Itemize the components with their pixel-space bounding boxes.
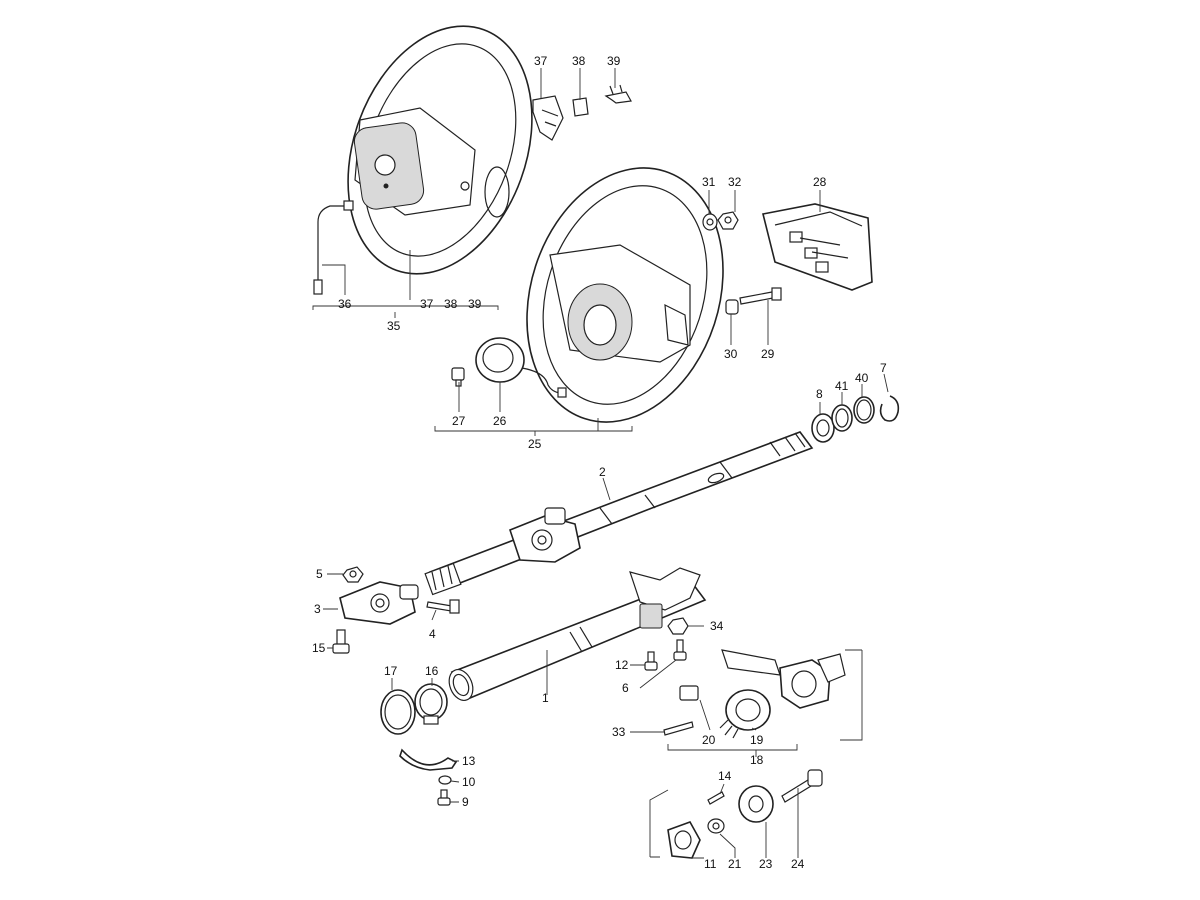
universal-joint-upper (509, 507, 581, 563)
callout-18: 18 (750, 753, 764, 767)
disc-23 (738, 785, 774, 823)
flange-11 (667, 821, 701, 859)
callout-27: 27 (452, 414, 466, 428)
steering-wheel-with-pad (347, 25, 533, 275)
plate-38 (572, 97, 589, 117)
bolt-29 (739, 287, 782, 305)
callout-7: 7 (880, 361, 887, 375)
callout-26: 26 (493, 414, 507, 428)
callout-11: 11 (704, 857, 717, 871)
callout-3: 3 (314, 602, 321, 616)
bolt-12 (644, 651, 658, 671)
universal-joint-3 (339, 581, 419, 625)
callout-39-top: 39 (607, 54, 621, 68)
callout-4: 4 (429, 627, 436, 641)
nut-5 (342, 566, 364, 583)
bushing-30 (725, 299, 739, 315)
callout-40: 40 (855, 371, 869, 385)
callout-12: 12 (615, 658, 629, 672)
callout-16: 16 (425, 664, 439, 678)
ring-40 (853, 396, 875, 424)
bolt-9 (437, 789, 451, 806)
callout-8: 8 (816, 387, 823, 401)
callout-14: 14 (718, 769, 732, 783)
ring-41 (831, 404, 853, 432)
callout-9: 9 (462, 795, 469, 809)
screw-27 (451, 367, 465, 387)
callout-19: 19 (750, 733, 764, 747)
leader-lines (312, 68, 889, 859)
callout-39-bottom: 39 (468, 297, 482, 311)
callout-30: 30 (724, 347, 738, 361)
bolt-15 (332, 629, 350, 654)
horn-pad-28 (762, 203, 873, 291)
ring-8 (811, 413, 835, 443)
callout-38-top: 38 (572, 54, 586, 68)
callout-6: 6 (622, 681, 629, 695)
callout-36: 36 (338, 297, 352, 311)
steering-lock-assembly-18 (721, 649, 846, 709)
ring-21 (707, 818, 725, 834)
horn-wire-36 (313, 200, 354, 295)
callout-23: 23 (759, 857, 773, 871)
washer-31 (702, 213, 718, 231)
key-24 (781, 769, 823, 803)
callout-2: 2 (599, 465, 606, 479)
callout-32: 32 (728, 175, 742, 189)
ring-17 (380, 689, 416, 735)
callout-5: 5 (316, 567, 323, 581)
switch-20 (679, 685, 699, 701)
callout-10: 10 (462, 775, 476, 789)
callout-31: 31 (702, 175, 716, 189)
steering-shaft-2 (424, 431, 814, 596)
callout-20: 20 (702, 733, 716, 747)
callout-28: 28 (813, 175, 827, 189)
callout-37-top: 37 (534, 54, 548, 68)
callout-38-bottom: 38 (444, 297, 458, 311)
callout-33: 33 (612, 725, 626, 739)
screw-14 (707, 791, 725, 805)
steering-wheel-25 (526, 167, 724, 423)
circlip-7 (879, 395, 900, 422)
callout-35: 35 (387, 319, 401, 333)
callout-15: 15 (312, 641, 326, 655)
callout-25: 25 (528, 437, 542, 451)
horn-contact-37 (532, 95, 564, 141)
callout-37-bottom: 37 (420, 297, 434, 311)
bolt-4 (426, 599, 460, 614)
callout-24: 24 (791, 857, 805, 871)
bolt-6 (673, 639, 687, 661)
ignition-switch-19 (719, 689, 771, 739)
clamp-13 (399, 748, 458, 771)
clip-39 (604, 84, 632, 104)
clamp-ring-16 (414, 683, 448, 725)
callout-41: 41 (835, 379, 849, 393)
callout-21: 21 (728, 857, 742, 871)
callout-34: 34 (710, 619, 724, 633)
column-tube-1 (448, 567, 707, 701)
callout-13: 13 (462, 754, 476, 768)
callout-17: 17 (384, 664, 398, 678)
callout-labels: 37 38 39 31 32 28 36 37 38 39 35 30 29 8… (312, 54, 887, 871)
callout-29: 29 (761, 347, 775, 361)
washer-10 (438, 775, 452, 785)
nut-32 (717, 211, 739, 230)
screw-33 (663, 721, 694, 736)
nut-34 (667, 617, 689, 635)
callout-1: 1 (542, 691, 549, 705)
